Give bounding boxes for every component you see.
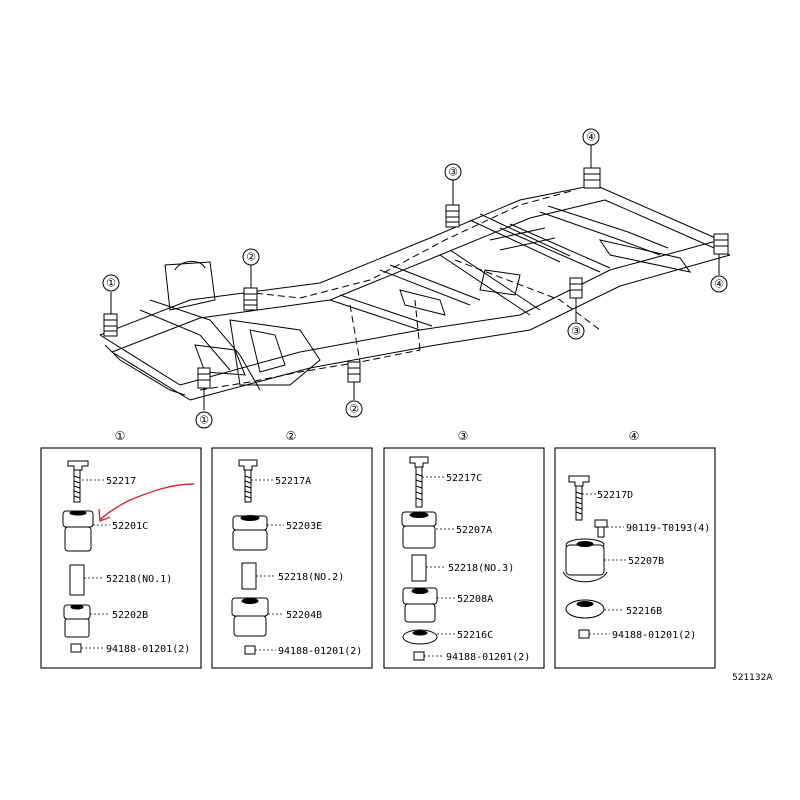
cushion-part — [562, 538, 608, 583]
part-label: 94188-01201(2) — [278, 646, 362, 657]
part-label: 52218(NO.3) — [448, 563, 514, 574]
nut-part — [244, 645, 256, 655]
group-frame — [554, 447, 716, 669]
part-label: 52217 — [106, 476, 136, 487]
mount-group-panel-1: ① 52217 52201C 52218(NO.1 — [40, 429, 202, 669]
nut-part — [70, 643, 82, 653]
location-callouts: ① ① ② ② ③ ③ ④ ④ — [102, 128, 728, 429]
location-callout: ③ — [444, 163, 462, 181]
part-label: 52216B — [626, 606, 662, 617]
washer-part — [402, 629, 438, 645]
bolt-part — [409, 456, 429, 508]
part-label: 52204B — [286, 610, 322, 621]
part-label: 52216C — [457, 630, 493, 641]
part-label: 52217C — [446, 473, 482, 484]
location-callout: ① — [195, 411, 213, 429]
chassis-frame-illustration — [99, 145, 731, 410]
location-callout: ① — [102, 274, 120, 292]
group-number: ④ — [629, 429, 640, 443]
group-frame — [383, 447, 545, 669]
svg-text:③: ③ — [448, 166, 458, 179]
group-frame — [211, 447, 373, 669]
mount-group-panel-2: ② 52217A 52203E 52218(NO.2) 52204B 94188… — [211, 429, 373, 669]
nut-part — [578, 629, 590, 639]
small-bolt-part — [594, 519, 608, 538]
spacer-part — [241, 562, 257, 590]
cushion-part — [402, 587, 438, 623]
bolt-part — [568, 475, 590, 521]
part-label: 52207A — [456, 525, 492, 536]
bolt-part — [67, 460, 89, 503]
svg-text:③: ③ — [571, 325, 581, 338]
location-callout: ② — [242, 248, 260, 266]
illustration-reference-code: 521132A — [732, 673, 773, 683]
part-label: 52218(NO.1) — [106, 574, 172, 585]
group-frame — [40, 447, 202, 669]
part-label: 94188-01201(2) — [106, 644, 190, 655]
cushion-part — [401, 511, 437, 549]
bolt-part — [238, 459, 258, 503]
part-label: 52203E — [286, 521, 322, 532]
spacer-part — [411, 554, 427, 582]
svg-text:④: ④ — [586, 131, 596, 144]
washer-part — [565, 599, 605, 619]
part-label: 94188-01201(2) — [446, 652, 530, 663]
svg-text:①: ① — [106, 277, 116, 290]
cushion-part — [63, 604, 91, 638]
nut-part — [413, 651, 425, 661]
part-label: 52201C — [112, 521, 148, 532]
part-label: 52208A — [457, 594, 493, 605]
svg-text:①: ① — [199, 414, 209, 427]
spacer-part — [69, 564, 85, 596]
red-annotation-arrow — [98, 483, 195, 523]
part-label: 52202B — [112, 610, 148, 621]
group-number: ③ — [458, 429, 469, 443]
part-label: 90119-T0193(4) — [626, 523, 710, 534]
cushion-part — [231, 597, 269, 637]
group-number: ① — [115, 429, 126, 443]
mount-group-panel-3: ③ 52217C 52207A 52218(NO.3 — [383, 429, 545, 669]
location-callout: ④ — [710, 275, 728, 293]
svg-text:②: ② — [246, 251, 256, 264]
part-label: 52218(NO.2) — [278, 572, 344, 583]
svg-text:④: ④ — [714, 278, 724, 291]
part-label: 52217A — [275, 476, 311, 487]
location-callout: ④ — [582, 128, 600, 146]
group-number: ② — [286, 429, 297, 443]
part-label: 52217D — [597, 490, 633, 501]
cushion-part — [232, 515, 268, 551]
part-label: 94188-01201(2) — [612, 630, 696, 641]
cushion-part — [62, 510, 94, 552]
location-callout: ② — [345, 400, 363, 418]
mount-group-panel-4: ④ 52217D 90119-T0193(4) 52207B 5 — [554, 429, 716, 669]
part-label: 52207B — [628, 556, 664, 567]
location-callout: ③ — [567, 322, 585, 340]
svg-text:②: ② — [349, 403, 359, 416]
